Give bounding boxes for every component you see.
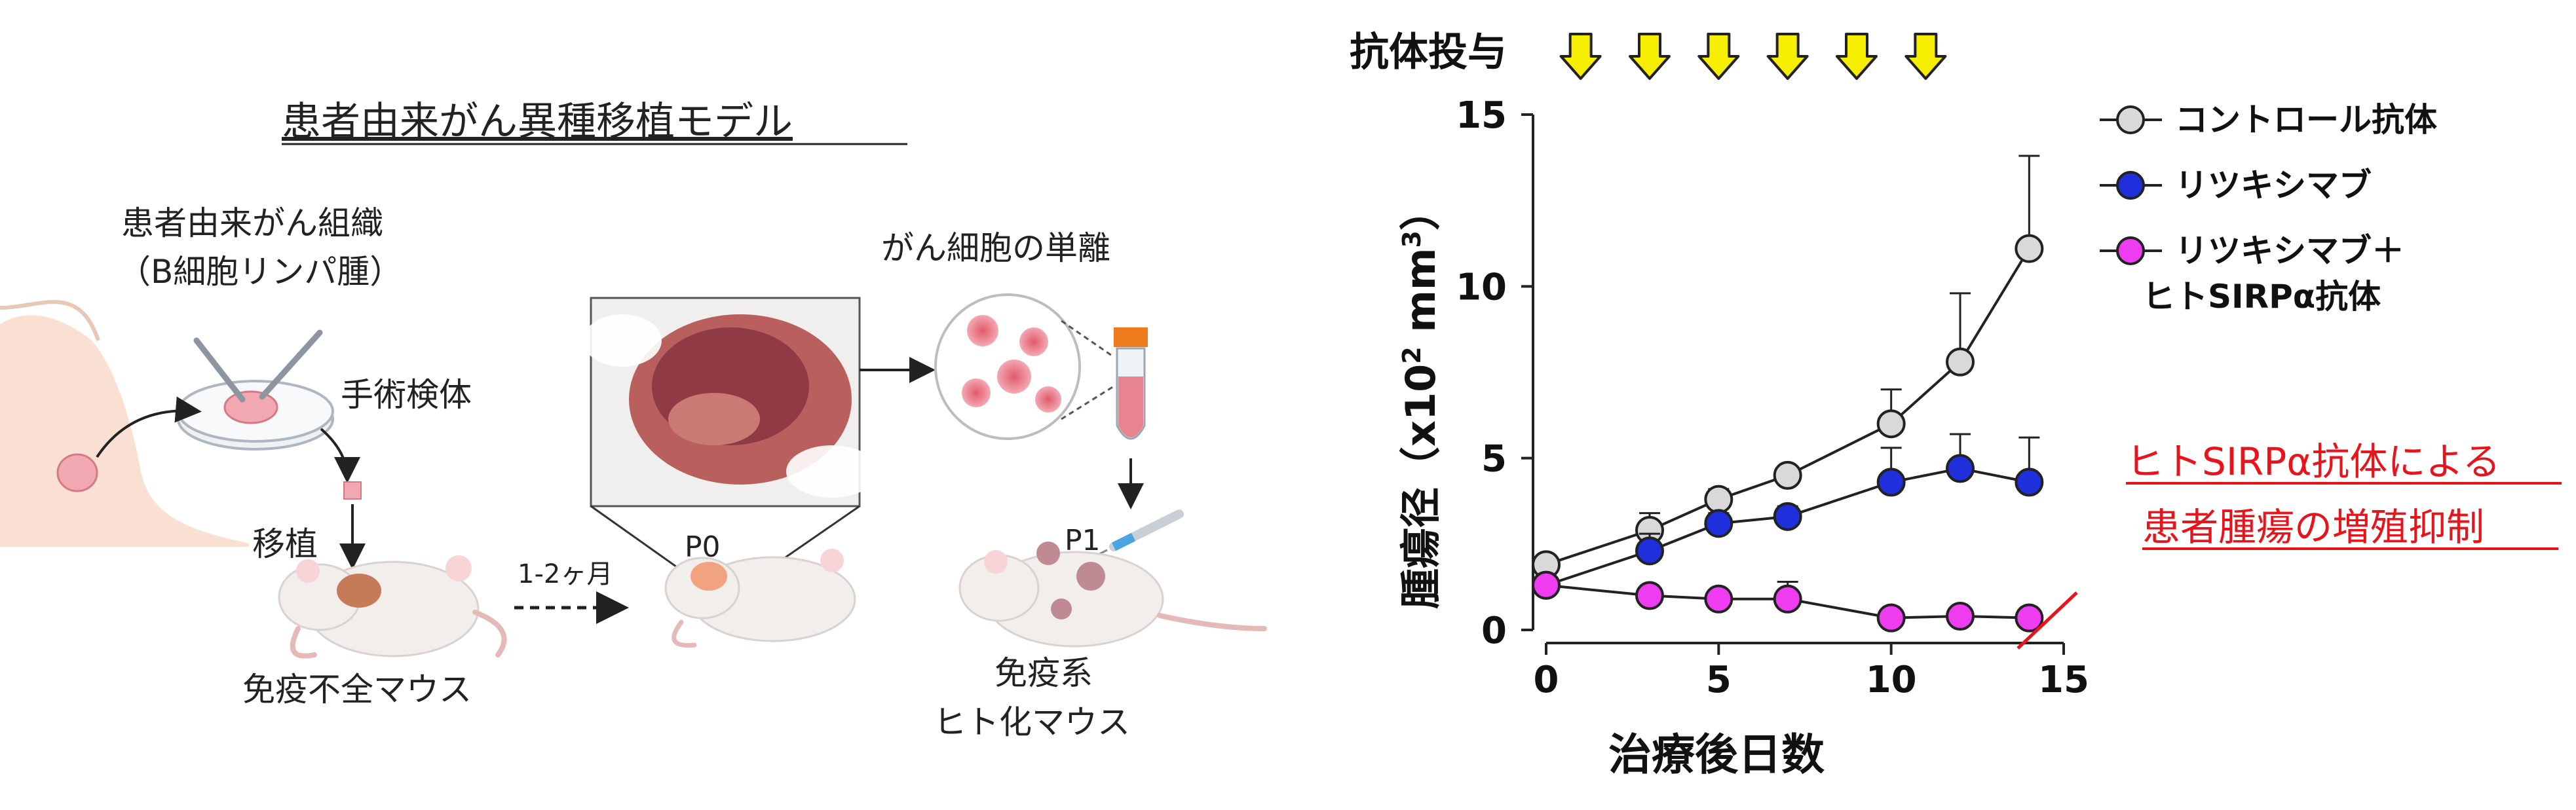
annotation-line-2: 患者腫瘍の増殖抑制	[2142, 505, 2484, 549]
data-point	[1635, 536, 1664, 566]
x-tick-label: 0	[1534, 659, 1559, 701]
arrow-to-dish	[96, 396, 202, 458]
data-point	[1876, 468, 1906, 497]
tissue-label-1: 患者由来がん組織	[121, 204, 383, 242]
data-point	[1946, 602, 1975, 631]
data-point	[1876, 409, 1906, 439]
arrow-to-cube	[320, 428, 360, 483]
dosing-label: 抗体投与	[1350, 29, 1507, 75]
data-point	[1704, 485, 1733, 514]
dosing-arrow	[1559, 33, 1602, 80]
data-point	[2015, 234, 2044, 263]
patient-illustration	[0, 300, 249, 547]
dosing-arrows	[1559, 33, 1947, 80]
y-tick-label: 10	[1456, 266, 1507, 308]
tumor-growth-chart: 抗体投与 0 5 10 15 0 5 10 15 治療後日数 腫瘍径（x102 mm3） コ…	[1350, 29, 2562, 780]
y-axis-label-main: 腫瘍径（x10	[1397, 364, 1445, 609]
specimen-label: 手術検体	[341, 376, 472, 414]
series-layer	[1532, 155, 2044, 633]
x-tick-label: 5	[1706, 659, 1732, 701]
data-point	[1773, 502, 1802, 531]
zoom-dash-2	[1061, 385, 1114, 420]
test-tube	[1114, 327, 1148, 440]
data-point	[1946, 347, 1975, 377]
transplant-label: 移植	[252, 525, 318, 563]
mouse-illustration-p0	[664, 549, 856, 648]
y-tick-label: 0	[1481, 610, 1507, 652]
x-tick-label: 10	[1866, 659, 1917, 701]
data-point	[1635, 581, 1664, 610]
y-axis-label-exp2: 3	[1397, 230, 1426, 248]
period-label: 1-2ヶ月	[518, 559, 613, 589]
tumor-photo	[583, 297, 878, 507]
data-point	[1704, 584, 1733, 614]
mouse-illustration-1	[278, 555, 507, 659]
y-axis-label: 腫瘍径（x102 mm3）	[1397, 190, 1445, 609]
data-point	[1532, 570, 1561, 600]
isolation-label: がん細胞の単離	[881, 229, 1110, 267]
series-0	[1532, 155, 2044, 580]
data-point	[2015, 603, 2044, 633]
legend-marker	[2116, 236, 2145, 265]
data-point	[1704, 509, 1733, 538]
diagram-title: 患者由来がん異種移植モデル	[282, 99, 793, 145]
y-tick-label: 5	[1481, 438, 1507, 481]
dosing-arrow	[1904, 33, 1947, 80]
mouse1-label: 免疫不全マウス	[242, 671, 472, 709]
chart-axes	[1521, 113, 2065, 655]
dosing-arrow	[1766, 33, 1809, 80]
y-axis-label-exp1: 2	[1397, 346, 1426, 363]
tissue-cube	[343, 481, 362, 500]
data-point	[2015, 468, 2044, 497]
petri-dish	[177, 329, 334, 451]
mouse2-label-2: ヒト化マウス	[934, 703, 1130, 741]
series-2	[1532, 570, 2044, 633]
xenograft-diagram: 患者由来がん異種移植モデル 患者由来がん組織 （B細胞リンパ腫） 手術検体 移植	[0, 99, 1267, 741]
isolated-cells	[934, 293, 1081, 440]
y-axis-label-mid: mm	[1397, 248, 1445, 346]
legend-marker	[2116, 105, 2145, 134]
x-tick-labels: 0 5 10 15	[1534, 659, 2089, 701]
dosing-arrow	[1629, 33, 1671, 80]
x-axis-label: 治療後日数	[1608, 729, 1825, 780]
legend-label-control: コントロール抗体	[2175, 101, 2437, 139]
legend-label-combo-1: リツキシマブ＋	[2175, 232, 2404, 270]
data-point	[1773, 584, 1802, 614]
data-point	[1773, 460, 1802, 490]
dosing-arrow	[1836, 33, 1878, 80]
annotation-pointer	[2017, 591, 2078, 650]
annotation: ヒトSIRPα抗体による 患者腫瘍の増殖抑制	[2017, 439, 2562, 650]
mouse-illustration-p1	[958, 542, 1267, 648]
syringe	[1087, 509, 1184, 561]
y-axis-label-end: ）	[1397, 190, 1445, 230]
dosing-arrow	[1697, 33, 1740, 80]
zoom-dash-1	[1061, 320, 1114, 358]
mouse2-label-1: 免疫系	[994, 654, 1093, 692]
y-tick-labels: 0 5 10 15	[1456, 94, 1507, 652]
tissue-label-2: （B細胞リンパ腫）	[118, 253, 402, 291]
legend-label-combo-2: ヒトSIRPα抗体	[2142, 278, 2381, 316]
legend: コントロール抗体 リツキシマブ リツキシマブ＋ ヒトSIRPα抗体	[2100, 101, 2437, 316]
series-1	[1532, 433, 2044, 600]
legend-markers	[2100, 105, 2162, 265]
data-point	[1946, 454, 1975, 483]
legend-marker	[2116, 171, 2145, 200]
annotation-line-1: ヒトSIRPα抗体による	[2126, 439, 2501, 484]
x-tick-label: 15	[2038, 659, 2089, 701]
legend-label-rituximab: リツキシマブ	[2175, 166, 2372, 204]
tumor-neck	[56, 453, 98, 492]
y-tick-label: 15	[1456, 94, 1507, 137]
data-point	[1876, 603, 1906, 633]
